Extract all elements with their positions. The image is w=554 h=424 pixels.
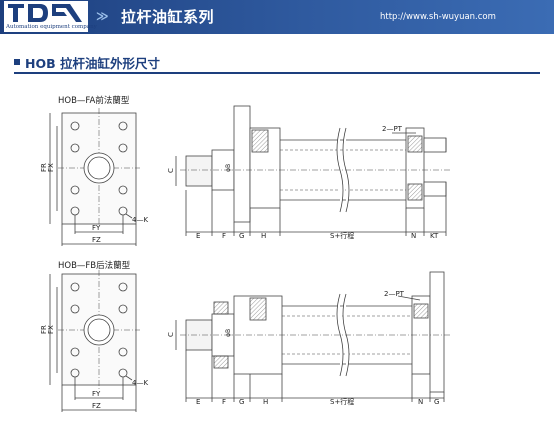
fb-dim-f: F (222, 398, 226, 406)
fb-dim-c: C (167, 332, 175, 337)
fb-front-view (49, 270, 140, 412)
header-arrows: ≫ (96, 9, 109, 23)
fb-label: HOB—FB后法蘭型 (58, 260, 131, 271)
website-url[interactable]: http://www.sh-wuyuan.com (380, 12, 496, 22)
fa-dim-4k: 4—K (132, 216, 148, 224)
fa-dim-c: C (167, 168, 175, 173)
fb-dim-fz: FZ (92, 402, 101, 410)
diagram-fb: HOB—FB后法蘭型 FR FX FY FZ 4—K (40, 260, 450, 412)
fb-dim-g2: G (434, 398, 439, 406)
fa-dim-s: S+行程 (330, 231, 354, 240)
fa-dim-fy: FY (92, 224, 101, 232)
fa-dim-kt: KT (430, 232, 439, 240)
fb-dim-s: S+行程 (330, 397, 354, 406)
fa-label: HOB—FA前法蘭型 (58, 95, 130, 106)
fa-front-view (49, 108, 140, 246)
fa-dim-2pt: 2—PT (382, 125, 403, 133)
fb-dim-fr: FR (40, 325, 48, 334)
fa-dim-fz: FZ (92, 236, 101, 244)
header-banner: Automation equipment company ≫ 拉杆油缸系列 ht… (0, 0, 554, 34)
fb-dim-h: H (263, 398, 268, 406)
logo-subtitle: Automation equipment company (6, 24, 97, 30)
fa-dim-fr: FR (40, 163, 48, 172)
fb-dim-n: N (418, 398, 423, 406)
fb-dim-fy: FY (92, 390, 101, 398)
company-logo: Automation equipment company (4, 1, 97, 32)
fb-dim-fx: FX (47, 325, 55, 334)
fa-dim-h: H (261, 232, 266, 240)
fa-dim-n: N (411, 232, 416, 240)
header-title: 拉杆油缸系列 (121, 8, 215, 26)
fb-dim-g: G (239, 398, 244, 406)
fa-dim-fx: FX (47, 163, 55, 172)
diagram-fa: HOB—FA前法蘭型 FR FX FY FZ 4—K (40, 95, 452, 246)
fa-dim-e: E (196, 232, 200, 240)
section-bullet (14, 59, 20, 65)
fb-dim-4k: 4—K (132, 379, 148, 387)
section-title: HOB 拉杆油缸外形尺寸 (25, 56, 160, 71)
fa-dim-g: G (239, 232, 244, 240)
fa-side-view (175, 105, 452, 236)
section-heading: HOB 拉杆油缸外形尺寸 (0, 52, 554, 74)
fb-side-view (175, 271, 450, 402)
fa-dim-phib: φB (225, 164, 232, 172)
fb-dim-phib: φB (225, 329, 232, 337)
section-divider (14, 72, 540, 74)
fb-dim-2pt: 2—PT (384, 290, 405, 298)
fa-dim-f: F (222, 232, 226, 240)
fb-dim-e: E (196, 398, 200, 406)
